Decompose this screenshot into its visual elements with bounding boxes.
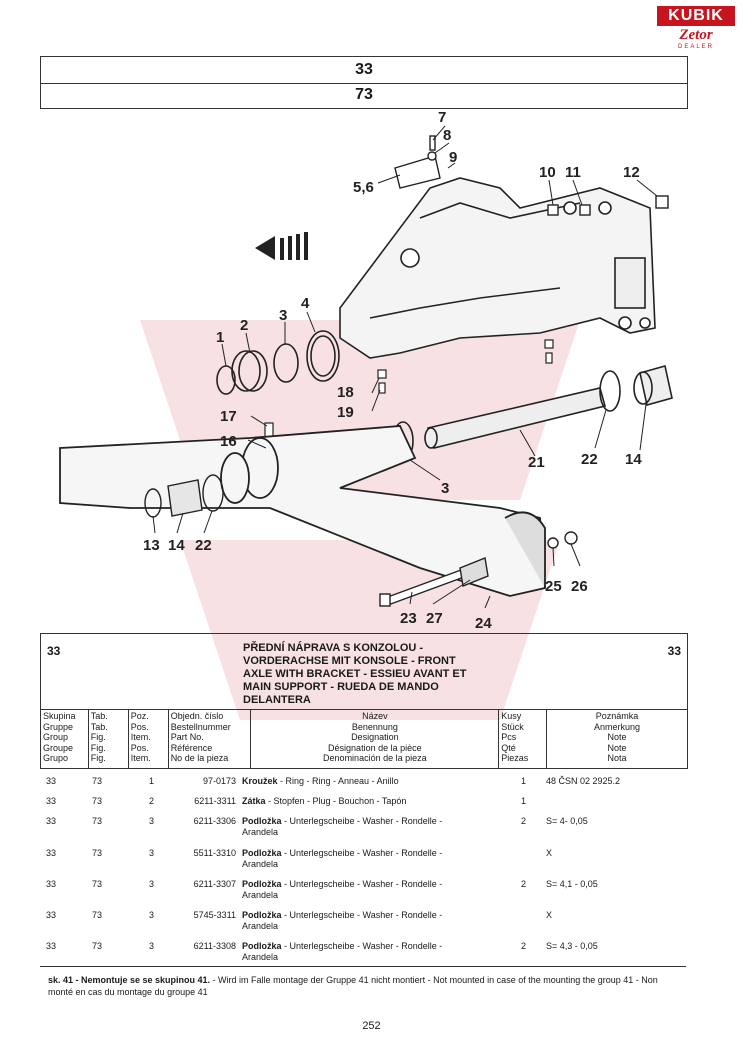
title-line: VORDERACHSE MIT KONSOLE - FRONT bbox=[243, 655, 456, 667]
callout-3: 3 bbox=[279, 307, 287, 324]
direction-arrow-icon bbox=[255, 232, 308, 260]
logo-brand: KUBIK bbox=[657, 6, 735, 26]
callout-4: 4 bbox=[301, 295, 310, 312]
exploded-diagram: 7 8 9 5,6 10 11 12 1 2 3 4 18 19 17 16 2… bbox=[59, 109, 673, 632]
bolt-part bbox=[429, 135, 436, 151]
group-number-right: 33 bbox=[667, 644, 681, 658]
callout-22: 22 bbox=[581, 451, 598, 468]
title-line: PŘEDNÍ NÁPRAVA S KONZOLOU - bbox=[243, 642, 424, 654]
title-line: MAIN SUPPORT - RUEDA DE MANDO bbox=[243, 681, 439, 693]
callout-7: 7 bbox=[438, 109, 446, 126]
callout-2: 2 bbox=[240, 317, 248, 334]
callout-12: 12 bbox=[623, 164, 640, 181]
clip-part bbox=[394, 155, 441, 189]
footnote-bold: sk. 41 - Nemontuje se se skupinou 41. bbox=[48, 975, 211, 985]
callout-8: 8 bbox=[443, 127, 451, 144]
callout-24: 24 bbox=[475, 615, 492, 632]
callout-13: 13 bbox=[143, 537, 160, 554]
dealer-logo: KUBIK Zetor DEALER bbox=[657, 6, 735, 56]
callout-9: 9 bbox=[449, 149, 457, 166]
main-bracket bbox=[339, 177, 656, 359]
col-table: Tab.Tab.Fig.Fig.Fig. bbox=[89, 710, 129, 768]
callout-27: 27 bbox=[426, 610, 443, 627]
callout-22-lower: 22 bbox=[195, 537, 212, 554]
group-number-left: 33 bbox=[47, 644, 61, 658]
callout-21: 21 bbox=[528, 454, 545, 471]
callout-14-lower: 14 bbox=[168, 537, 185, 554]
callout-25: 25 bbox=[545, 578, 562, 595]
footnote: sk. 41 - Nemontuje se se skupinou 41. - … bbox=[48, 974, 678, 998]
callout-16: 16 bbox=[220, 433, 237, 450]
callout-5-6: 5,6 bbox=[353, 179, 374, 196]
callout-14: 14 bbox=[625, 451, 642, 468]
logo-brand-secondary: Zetor bbox=[679, 27, 713, 43]
pivot-pin bbox=[424, 387, 606, 449]
callout-1: 1 bbox=[216, 329, 224, 346]
axle-beam bbox=[59, 425, 546, 597]
page-number: 252 bbox=[362, 1020, 381, 1032]
callout-19: 19 bbox=[337, 404, 354, 421]
table-number-box: 73 bbox=[40, 82, 688, 109]
logo-subtitle: DEALER bbox=[677, 44, 714, 50]
footnote-text: - Wird im Falle montage der Gruppe 41 ni… bbox=[48, 975, 658, 997]
section-header: 33 PŘEDNÍ NÁPRAVA S KONZOLOU - VORDERACH… bbox=[40, 633, 688, 710]
title-line: AXLE WITH BRACKET - ESSIEU AVANT ET bbox=[243, 668, 467, 680]
table-bottom-rule bbox=[40, 966, 686, 967]
section-title: PŘEDNÍ NÁPRAVA S KONZOLOU - VORDERACHSE … bbox=[243, 642, 523, 707]
callout-17: 17 bbox=[220, 408, 237, 425]
callout-23: 23 bbox=[400, 610, 417, 627]
title-line: DELANTERA bbox=[243, 694, 311, 706]
col-position: Poz.Pos.Item.Pos.Item. bbox=[129, 710, 169, 768]
group-number-box: 33 bbox=[40, 56, 688, 84]
seal-rings bbox=[216, 330, 340, 395]
callout-18: 18 bbox=[337, 384, 354, 401]
callout-10: 10 bbox=[539, 164, 556, 181]
callout-11: 11 bbox=[565, 164, 581, 181]
callout-26: 26 bbox=[571, 578, 588, 595]
callout-3-lower: 3 bbox=[441, 480, 449, 497]
